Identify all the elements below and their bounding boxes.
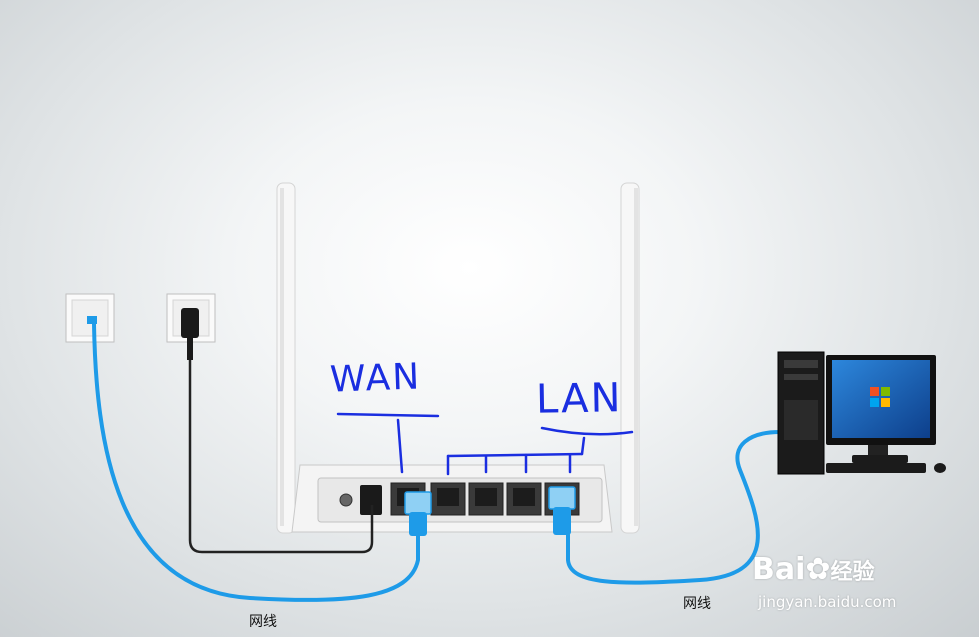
lan-plug [548, 486, 576, 535]
power-jack [339, 493, 353, 507]
power-cable [188, 360, 374, 554]
left-antenna [276, 182, 296, 534]
wan-annotation-lines [336, 412, 440, 474]
lan-cable [566, 430, 782, 585]
lan-annotation-lines [446, 426, 634, 476]
watermark-brand: Bai✿经验 [752, 552, 875, 587]
power-adapter [181, 308, 199, 360]
paw-icon: ✿ [805, 552, 831, 587]
monitor [826, 355, 936, 463]
watermark-brand-text: Bai [752, 552, 806, 587]
lan-label: LAN [535, 375, 623, 423]
lan-port-2 [468, 482, 504, 516]
watermark-url: jingyan.baidu.com [758, 593, 897, 611]
lan-port-3 [506, 482, 542, 516]
left-cable-label: 网线 [249, 614, 277, 630]
windows-logo-icon [870, 387, 890, 407]
right-cable-label: 网线 [683, 596, 711, 612]
wan-plug [404, 491, 432, 536]
power-button [360, 485, 382, 515]
wan-cable [92, 322, 420, 602]
right-antenna [620, 182, 640, 534]
network-wall-socket [65, 293, 115, 343]
wan-label: WAN [329, 356, 422, 401]
lan-port-1 [430, 482, 466, 516]
mouse [934, 463, 946, 473]
keyboard [826, 463, 926, 473]
pc-tower [777, 351, 825, 475]
watermark-suffix: 经验 [830, 560, 875, 585]
